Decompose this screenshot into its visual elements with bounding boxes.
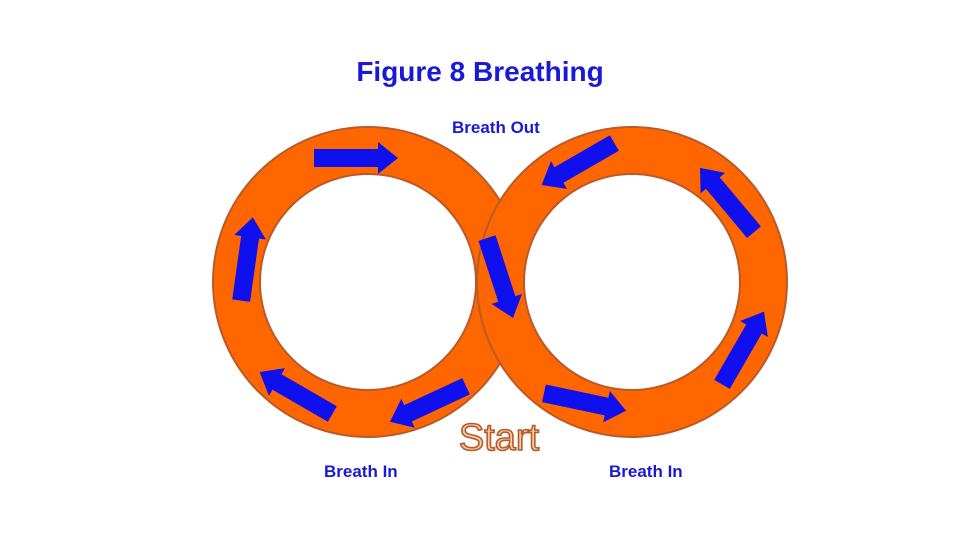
arrow-icon [714, 311, 768, 389]
arrow-icon [232, 217, 266, 302]
right-ring-hole [523, 173, 741, 391]
arrow-icon [542, 384, 627, 423]
arrow-icon [389, 378, 470, 428]
label-breath-in-left: Breath In [324, 462, 398, 481]
label-breath-in-right: Breath In [609, 462, 683, 481]
start-label: Start [459, 417, 540, 459]
arrow-icon [314, 142, 398, 174]
label-breath-out: Breath Out [452, 118, 540, 137]
page-title: Figure 8 Breathing [356, 56, 604, 87]
arrow-icon [259, 368, 337, 422]
arrow-icon [700, 167, 761, 238]
arrow-icon [478, 235, 523, 318]
arrow-icon [541, 135, 619, 189]
left-ring-hole [259, 173, 477, 391]
